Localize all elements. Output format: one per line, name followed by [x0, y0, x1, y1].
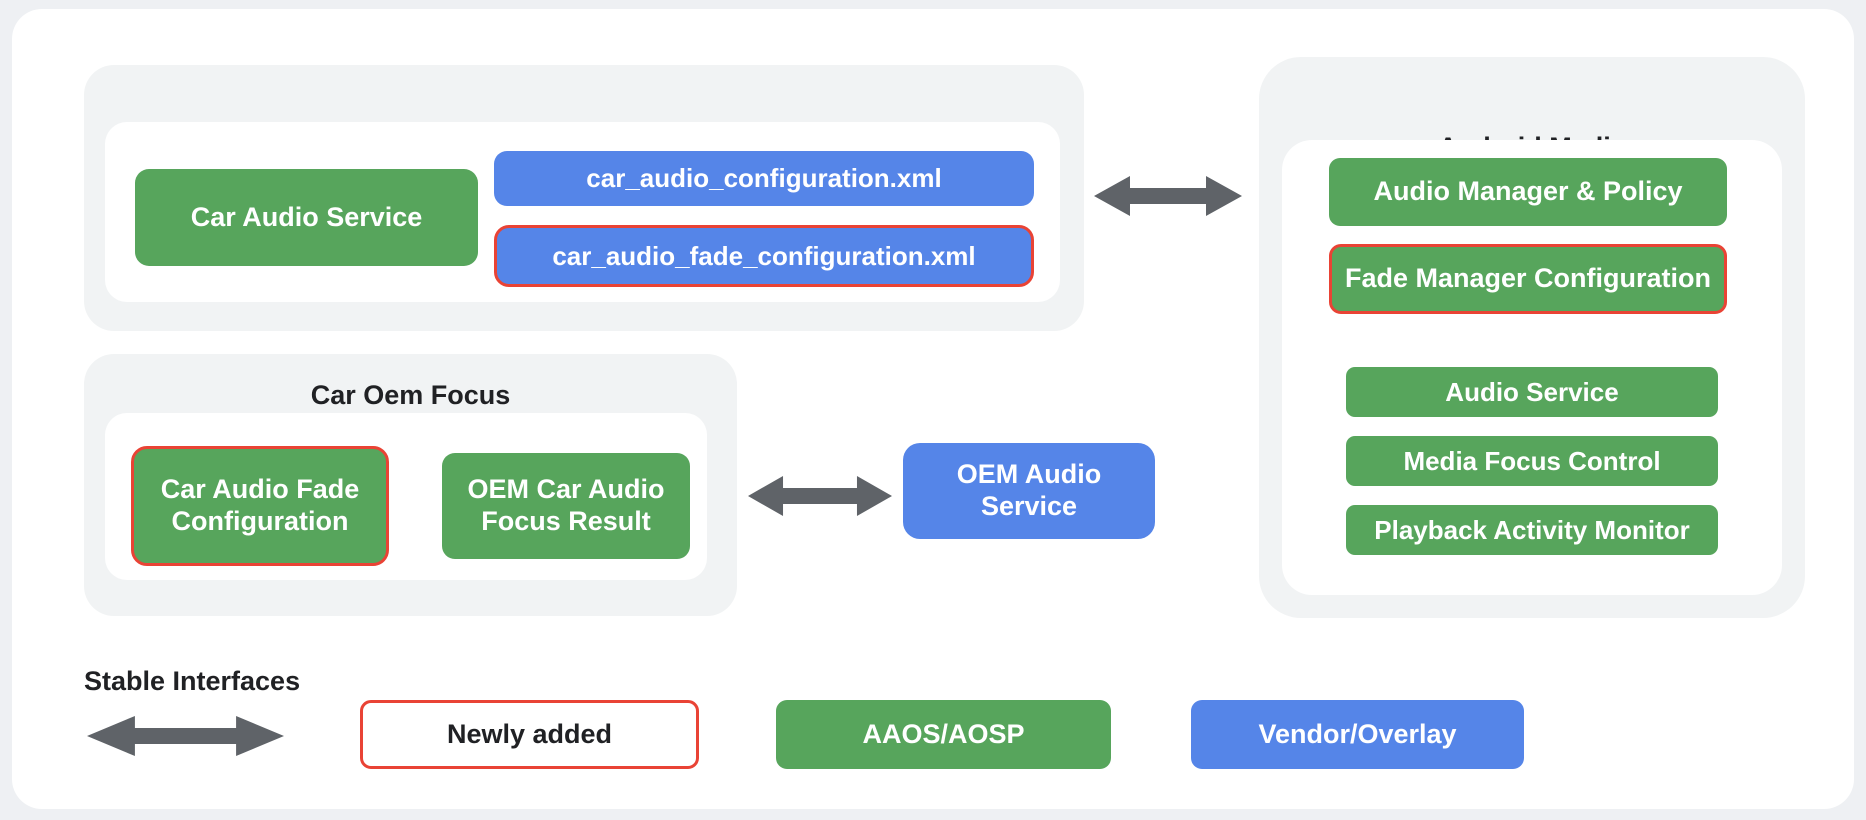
- car-service-inner-panel: Car Audio Service car_audio_configuratio…: [105, 122, 1060, 302]
- car-audio-fade-configuration-xml-box: car_audio_fade_configuration.xml: [494, 225, 1034, 287]
- android-media-inner-panel: Audio Manager & Policy Fade Manager Conf…: [1282, 140, 1782, 595]
- media-focus-control-box: Media Focus Control: [1346, 436, 1718, 486]
- legend-vendor-overlay: Vendor/Overlay: [1191, 700, 1524, 769]
- diagram-card: Car Service Car Audio Service car_audio_…: [12, 9, 1854, 809]
- fade-manager-configuration-box: Fade Manager Configuration: [1329, 244, 1727, 314]
- car-oem-focus-title: Car Oem Focus: [310, 380, 511, 410]
- car-audio-fade-configuration-box: Car Audio Fade Configuration: [131, 446, 389, 566]
- car-oem-focus-inner-panel: Car Audio Fade Configuration OEM Car Aud…: [105, 413, 707, 580]
- car-service-group: Car Service Car Audio Service car_audio_…: [84, 65, 1084, 331]
- legend-newly-added: Newly added: [360, 700, 699, 769]
- car-audio-configuration-xml-box: car_audio_configuration.xml: [494, 151, 1034, 206]
- audio-service-box: Audio Service: [1346, 367, 1718, 417]
- audio-manager-policy-box: Audio Manager & Policy: [1329, 158, 1727, 226]
- oem-audio-service-box: OEM Audio Service: [903, 443, 1155, 539]
- playback-activity-monitor-box: Playback Activity Monitor: [1346, 505, 1718, 555]
- car-audio-service-box: Car Audio Service: [135, 169, 478, 266]
- stable-interfaces-label: Stable Interfaces: [84, 666, 301, 696]
- double-headed-arrow-icon: [87, 714, 284, 758]
- double-headed-arrow-icon: [1094, 174, 1242, 218]
- legend-aaos-aosp: AAOS/AOSP: [776, 700, 1111, 769]
- oem-car-audio-focus-result-box: OEM Car Audio Focus Result: [442, 453, 690, 559]
- android-media-group: Android Media Audio Manager & Policy Fad…: [1259, 57, 1805, 618]
- car-oem-focus-group: Car Oem Focus Car Audio Fade Configurati…: [84, 354, 737, 616]
- double-headed-arrow-icon: [748, 474, 892, 518]
